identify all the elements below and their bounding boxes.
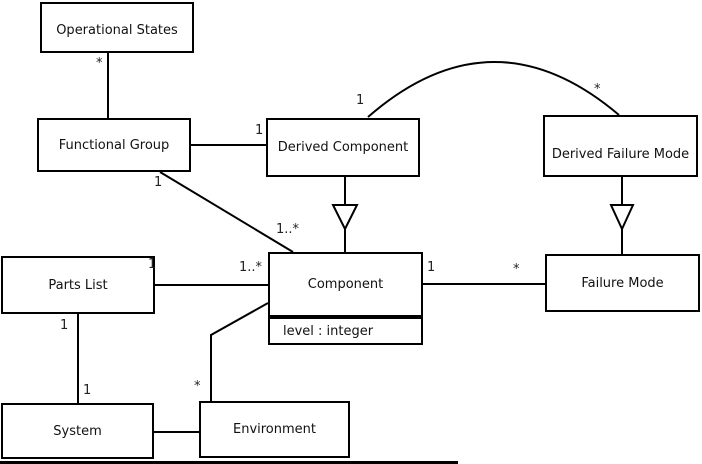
generalization-triangle-failure-mode [609,204,635,232]
multiplicity-parts-list-system-tgt: 1 [83,383,92,398]
class-name-label: System [53,423,102,439]
multiplicity-arc-derived-component: 1 [356,93,365,108]
edge-arc-derived-component-derived-failure-mode [367,61,620,118]
multiplicity-operational-states: * [96,56,103,71]
multiplicity-fg-component-source: 1 [154,175,163,190]
multiplicity-parts-list-target: 1..* [239,260,263,275]
multiplicity-parts-list-system-src: 1 [60,318,69,333]
class-derived-failure-mode[interactable]: Derived Failure Mode [543,115,698,177]
multiplicity-component-fm-source: 1 [427,260,436,275]
attribute-label: level : integer [283,323,374,339]
class-system[interactable]: System [1,403,154,459]
class-operational-states[interactable]: Operational States [40,2,194,53]
window-border-fragment [0,461,458,464]
multiplicity-fg-component-target: 1..* [276,222,300,237]
class-functional-group[interactable]: Functional Group [37,118,191,172]
multiplicity-component-fm-target: * [513,262,520,277]
class-name-label: Environment [232,422,316,437]
generalization-triangle-component [331,204,359,232]
class-name-label: Component [307,277,384,292]
class-name-label: Derived Failure Mode [551,147,690,162]
class-parts-list[interactable]: Parts List [1,256,155,314]
class-derived-component[interactable]: Derived Component [266,118,420,177]
class-name-label: Failure Mode [581,275,664,291]
class-name-label: Operational States [56,22,178,38]
edge-functional-group-component [159,171,294,253]
class-name-label: Parts List [48,277,108,293]
class-name-label: Derived Component [277,140,409,155]
class-environment[interactable]: Environment [199,401,350,458]
class-component[interactable]: Component [268,252,423,317]
multiplicity-environment-component: * [194,379,201,394]
class-failure-mode[interactable]: Failure Mode [545,254,700,312]
class-component-attribute-compartment[interactable]: level : integer [268,317,423,345]
multiplicity-fg-derived-component: 1 [255,123,264,138]
class-name-label: Functional Group [58,137,170,153]
multiplicity-arc-derived-failure-mode: * [594,82,601,97]
multiplicity-parts-list-source: 1 [148,257,157,272]
edge-environment-component [210,302,269,401]
